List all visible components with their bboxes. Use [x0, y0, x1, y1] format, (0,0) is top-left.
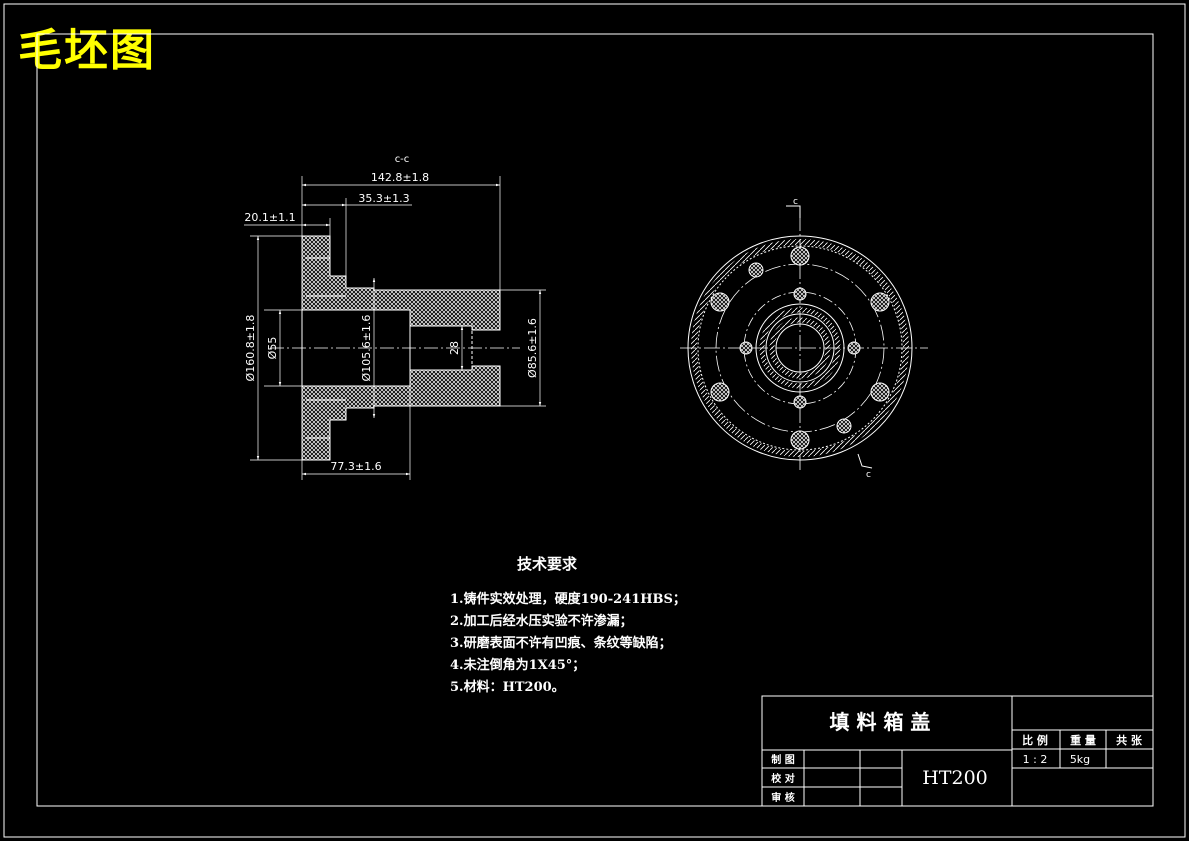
cut-mark-top: c [793, 197, 798, 207]
dim-inner-diameter: Ø105.6±1.6 [360, 315, 373, 382]
role-checked: 校 对 [771, 772, 794, 785]
tech-requirement-4: 4.未注倒角为1X45°； [450, 658, 586, 673]
end-view: c c [680, 197, 928, 480]
sheets-header: 共 张 [1116, 733, 1143, 747]
tech-requirement-5: 5.材料：HT200。 [450, 680, 565, 695]
dim-outer-diameter: Ø160.8±1.8 [244, 315, 257, 382]
dim-overall-length: 142.8±1.8 [371, 171, 429, 184]
dim-flange-step: 35.3±1.3 [358, 192, 409, 205]
section-body-lower [301, 365, 501, 461]
tech-requirement-1: 1.铸件实效处理，硬度190-241HBS； [450, 592, 686, 607]
outer-frame [3, 3, 1186, 838]
inner-frame [36, 33, 1154, 807]
dim-hub-diameter: Ø85.6±1.6 [526, 318, 539, 378]
title-block [761, 695, 1154, 807]
tech-requirement-3: 3.研磨表面不许有凹痕、条纹等缺陷； [450, 636, 672, 651]
scale-header: 比 例 [1022, 733, 1048, 747]
section-body [301, 235, 501, 331]
dim-flange-thickness: 20.1±1.1 [244, 211, 295, 224]
dim-inner-bore: 28 [448, 341, 461, 355]
part-name: 填 料 箱 盖 [830, 710, 931, 734]
section-view: c-c 142.8±1.8 35.3±1.3 20.1±1.1 Ø1 [244, 154, 546, 480]
weight-value: 5kg [1070, 753, 1090, 766]
section-label: c-c [395, 154, 410, 165]
role-approved: 审 核 [771, 791, 794, 804]
dim-bore-diameter: Ø55 [266, 337, 279, 360]
tech-requirements-title: 技术要求 [517, 555, 578, 573]
dim-inner-length: 77.3±1.6 [330, 460, 381, 473]
material-label: HT200 [922, 767, 988, 789]
tech-requirement-2: 2.加工后经水压实验不许渗漏； [450, 614, 633, 629]
role-drawn: 制 图 [771, 753, 794, 766]
cut-mark-bottom: c [866, 470, 871, 480]
weight-header: 重 量 [1070, 733, 1096, 747]
scale-value: 1 : 2 [1023, 753, 1048, 766]
